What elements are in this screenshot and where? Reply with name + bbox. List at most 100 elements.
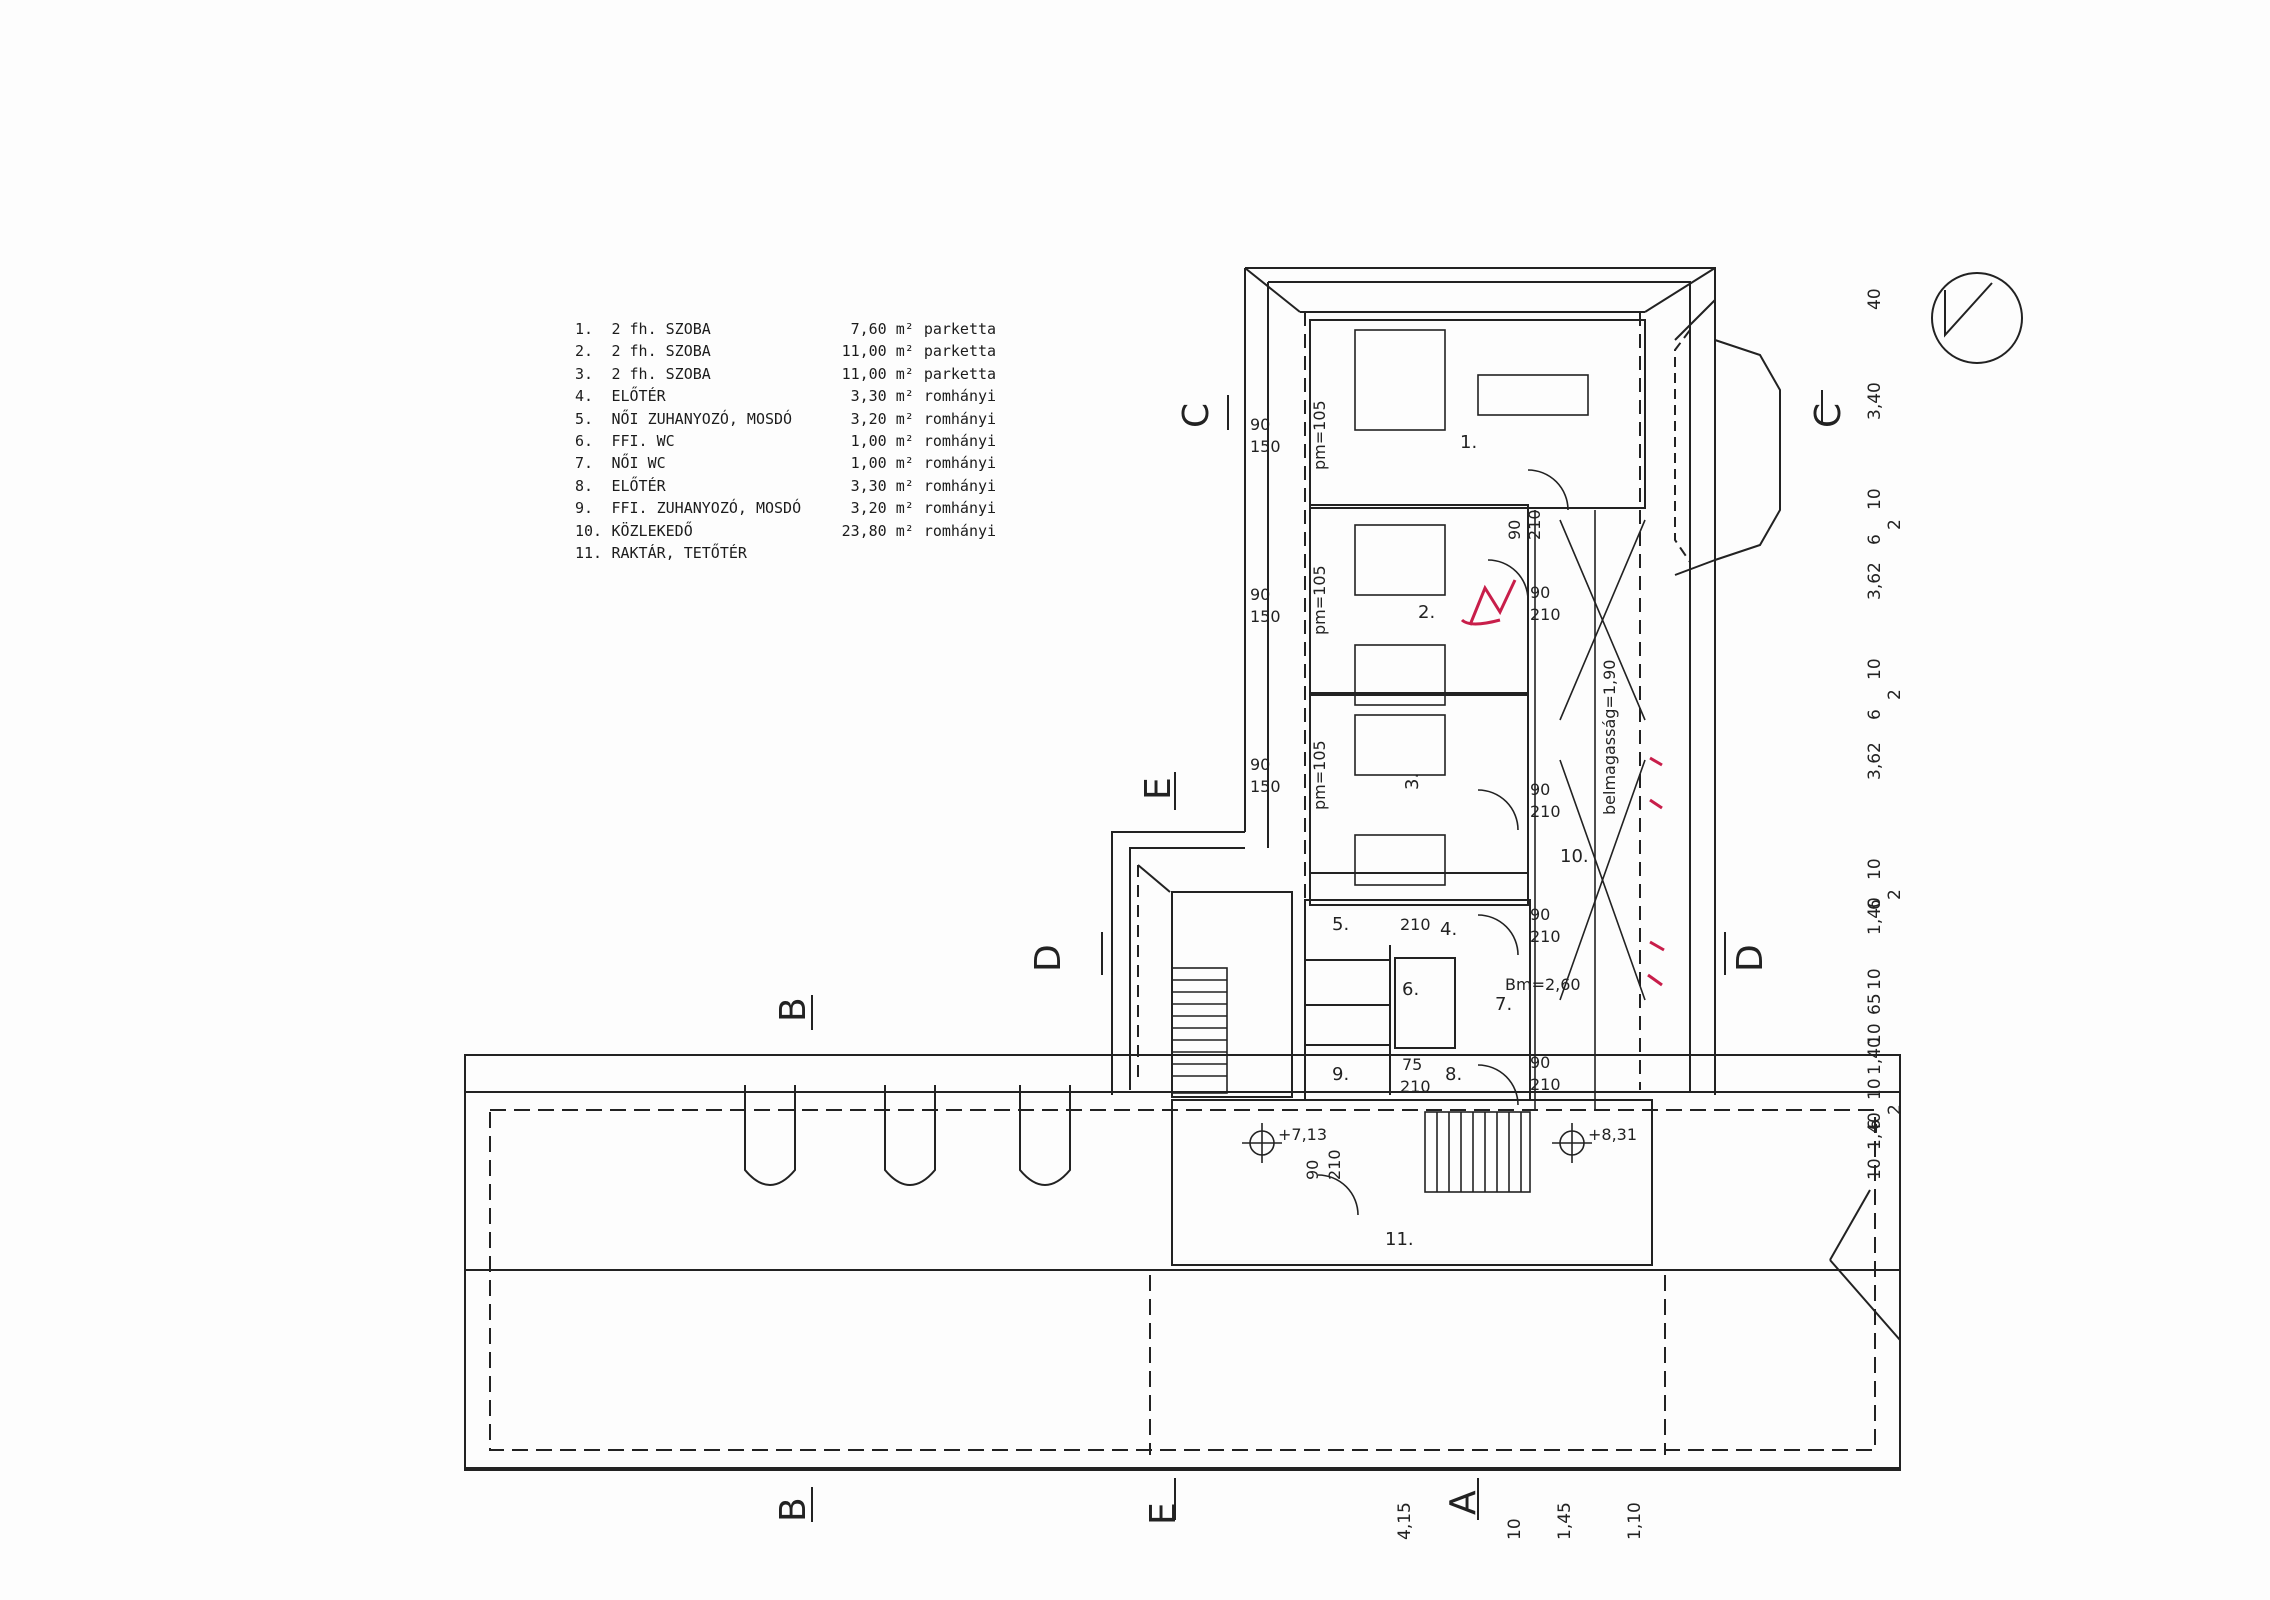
south-building	[464, 1054, 1901, 1471]
legend-num: 2.	[575, 342, 594, 361]
dimension-right-value: 3,62	[1865, 742, 1885, 780]
door-height: 210	[1400, 915, 1431, 934]
parapet-height: pm=105	[1310, 565, 1329, 635]
dimension-bottom-value: 4,15	[1395, 1502, 1415, 1540]
door-swings	[1317, 469, 1569, 1216]
legend-material: romhányi	[923, 431, 997, 450]
dimension-right-value: 3,40	[1865, 382, 1885, 420]
legend-name: FFI. WC	[611, 431, 675, 450]
section-lines	[811, 390, 1823, 1522]
legend-name: 2 fh. SZOBA	[611, 320, 711, 338]
legend-name: NŐI ZUHANYOZÓ, MOSDÓ	[611, 409, 793, 428]
legend-area: 7,60 m²	[850, 320, 914, 338]
door-width: 90	[1303, 1160, 1322, 1180]
stairs-east	[1424, 1111, 1531, 1193]
section-e-bottom: E	[1143, 1502, 1184, 1525]
main-wing-walls	[1244, 267, 1716, 1095]
legend-material: romhányi	[923, 409, 997, 428]
legend-num: 3.	[575, 364, 594, 383]
section-e-top: E	[1138, 777, 1179, 800]
section-letters: C C E D D B B E A	[773, 403, 1849, 1525]
door-width: 90	[1530, 1053, 1550, 1072]
dimension-right-value: 40	[1865, 288, 1885, 310]
section-b-bottom: B	[773, 1497, 814, 1522]
door-width: 90	[1505, 520, 1524, 540]
door-width: 90	[1530, 905, 1550, 924]
legend-num: 7.	[575, 454, 594, 473]
window-height: 150	[1250, 607, 1281, 626]
door-height: 210	[1530, 1075, 1561, 1094]
room-label-11: 11.	[1385, 1229, 1414, 1250]
parapet-height: pm=105	[1310, 740, 1329, 810]
section-c-right: C	[1808, 403, 1849, 428]
legend-name: RAKTÁR, TETŐTÉR	[611, 543, 747, 562]
dimension-right-value: 10	[1865, 1158, 1885, 1180]
corridor	[1534, 510, 1646, 1110]
dimension-bottom-value: 1,10	[1625, 1502, 1645, 1540]
legend-name: KÖZLEKEDŐ	[611, 521, 693, 540]
legend-num: 4.	[575, 387, 594, 406]
door-height: 210	[1530, 605, 1561, 624]
dimension-right-value: 3,62	[1865, 562, 1885, 600]
room-label-2: 2.	[1418, 602, 1435, 623]
level-left: +7,13	[1278, 1125, 1327, 1144]
legend-row: 11. RAKTÁR, TETŐTÉR	[575, 542, 1015, 564]
north-arrow-icon	[1931, 272, 2023, 364]
section-d-right: D	[1730, 944, 1771, 972]
dimension-right-value: 10	[1865, 658, 1885, 680]
room-label-3: 3.	[1402, 773, 1423, 790]
legend-material: parketta	[923, 320, 997, 338]
dimension-right-value: 6	[1865, 534, 1885, 545]
legend-num: 9.	[575, 499, 594, 518]
door-width: 90	[1530, 780, 1550, 799]
room-label-9: 9.	[1332, 1064, 1349, 1085]
legend-area: 1,00 m²	[850, 454, 914, 473]
door-height: 210	[1530, 802, 1561, 821]
window-height: 150	[1250, 777, 1281, 796]
dimension-right-value: 2	[1885, 519, 1905, 530]
dimension-bottom-value: 10	[1505, 1518, 1525, 1540]
dimension-right-value: 65	[1865, 993, 1885, 1015]
dimension-right-value: 1,40	[1865, 1037, 1885, 1075]
level-right: +8,31	[1588, 1125, 1637, 1144]
window-width: 90	[1250, 755, 1270, 774]
dimension-right-value: 6	[1865, 1119, 1885, 1130]
legend-area: 3,30 m²	[850, 387, 914, 406]
legend-name: 2 fh. SZOBA	[611, 364, 711, 383]
door-height: 210	[1525, 509, 1544, 540]
ceiling-height: Bm=2,60	[1505, 975, 1581, 994]
legend-material: romhányi	[923, 476, 997, 495]
legend-area: 11,00 m²	[841, 364, 914, 383]
dormer	[1674, 299, 1781, 576]
roof-dormers	[744, 1085, 1071, 1186]
dimension-chain-bottom: 4,15 10 1,45 1,10	[1395, 1502, 1645, 1540]
dimension-right-value: 10	[1865, 858, 1885, 880]
dimension-right-value: 10	[1865, 488, 1885, 510]
room-label-5: 5.	[1332, 914, 1349, 935]
furniture	[1354, 329, 1589, 886]
section-d-left: D	[1028, 944, 1069, 972]
legend-num: 11.	[575, 543, 603, 562]
door-height: 210	[1530, 927, 1561, 946]
legend-material: parketta	[923, 364, 997, 383]
corridor-clear-height: belmagasság=1,90	[1600, 660, 1619, 815]
legend-area: 11,00 m²	[841, 342, 914, 361]
door-width: 90	[1530, 583, 1550, 602]
legend-area: 3,20 m²	[850, 499, 914, 518]
legend-area: 3,30 m²	[850, 476, 914, 495]
room-label-8: 8.	[1445, 1064, 1462, 1085]
dimension-right-value: 10	[1865, 968, 1885, 990]
dimension-bottom-value: 1,45	[1555, 1502, 1575, 1540]
legend-row: 3. 2 fh. SZOBA 11,00 m² parketta	[575, 363, 1015, 385]
legend-num: 8.	[575, 476, 594, 495]
window-width: 90	[1250, 415, 1270, 434]
